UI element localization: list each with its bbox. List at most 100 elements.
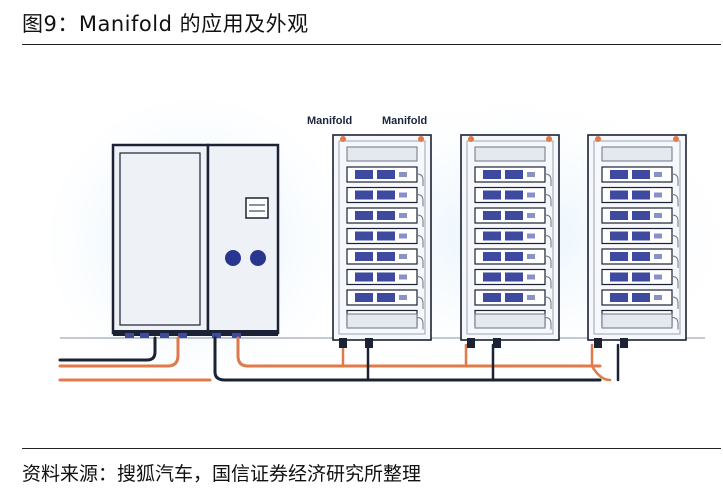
battery-module [346,268,424,289]
module-panel-right [377,231,395,241]
battery-module [474,166,552,186]
battery-module [601,227,679,248]
module-indicator [654,233,662,239]
module-pipe [416,235,424,248]
module-panel-right [505,211,523,220]
module-indicator [399,274,407,280]
module-panel-right [505,231,523,241]
rack-port-right [546,136,552,142]
module-pipe [671,317,679,330]
battery-module [601,166,679,186]
battery-module [601,268,679,289]
battery-module [346,289,424,309]
module-panel-right [505,252,523,261]
module-indicator [654,254,662,259]
rack-port-left [468,136,474,142]
battery-racks [332,134,687,348]
module-pipe [416,317,424,330]
battery-module [474,186,552,207]
rack-connector-left [594,338,602,348]
rack-base [474,313,546,329]
module-indicator [527,172,535,177]
module-panel-right [377,252,395,261]
module-indicator [399,172,407,177]
rack-connector-right [365,338,373,348]
module-pipe [671,276,679,289]
battery-module [346,207,424,227]
module-indicator [399,213,407,218]
module-panel-right [632,293,650,302]
battery-module [474,289,552,309]
module-pipe [416,276,424,289]
module-pipe [544,194,552,207]
module-panel-left [610,190,628,200]
module-pipe [416,255,424,268]
cables [58,336,620,382]
module-panel-left [610,231,628,241]
rack-base [601,313,673,329]
cable-orange-1 [58,336,180,368]
battery-module [474,268,552,289]
battery-rack-2 [460,134,560,348]
cable-dark-1 [58,336,157,362]
module-panel-left [483,272,501,282]
rack-header [474,146,546,162]
rack-base [346,313,418,329]
module-panel-left [610,293,628,302]
figure-source: 资料来源：搜狐汽车，国信证券经济研究所整理 [22,463,422,485]
cabinet-left-door [111,143,210,335]
rack-port-right [673,136,679,142]
cabinet-right-door [206,143,280,335]
battery-module [346,186,424,207]
rack-port-left [340,136,346,142]
module-panel-left [610,272,628,282]
rack-inner-frame [593,140,681,335]
module-pipe [671,235,679,248]
module-panel-right [505,293,523,302]
module-indicator [654,274,662,280]
module-pipe [671,173,679,186]
cabinet-knob-right [250,250,266,266]
module-indicator [527,254,535,259]
module-pipe [544,276,552,289]
module-indicator [399,233,407,239]
battery-module [601,289,679,309]
module-pipe [544,214,552,227]
cable-dark-2 [213,336,602,382]
module-panel-right [377,170,395,179]
module-panel-right [505,190,523,200]
module-panel-left [355,190,373,200]
module-pipe [671,214,679,227]
module-panel-right [632,272,650,282]
battery-rack-3 [587,134,687,348]
module-pipe [416,296,424,309]
module-pipe [416,173,424,186]
cabinet-knob-left [225,250,241,266]
module-panel-right [377,190,395,200]
module-indicator [527,233,535,239]
module-panel-left [483,190,501,200]
module-panel-left [483,293,501,302]
module-indicator [527,274,535,280]
module-panel-left [355,252,373,261]
module-pipe [544,317,552,330]
module-pipe [416,214,424,227]
title-rule [22,44,721,45]
module-pipe [544,255,552,268]
module-panel-left [483,170,501,179]
battery-module [474,248,552,268]
battery-module [601,186,679,207]
rack-connector-right [493,338,501,348]
module-pipe [671,255,679,268]
rack-header [601,146,673,162]
rack-connector-left [467,338,475,348]
module-pipe [544,296,552,309]
module-panel-right [505,170,523,179]
module-panel-left [610,211,628,220]
rack-connector-left [339,338,347,348]
module-panel-left [610,170,628,179]
manifold-label-2: Manifold [382,115,427,127]
module-pipe [671,296,679,309]
module-pipe [544,235,552,248]
module-pipe [671,194,679,207]
